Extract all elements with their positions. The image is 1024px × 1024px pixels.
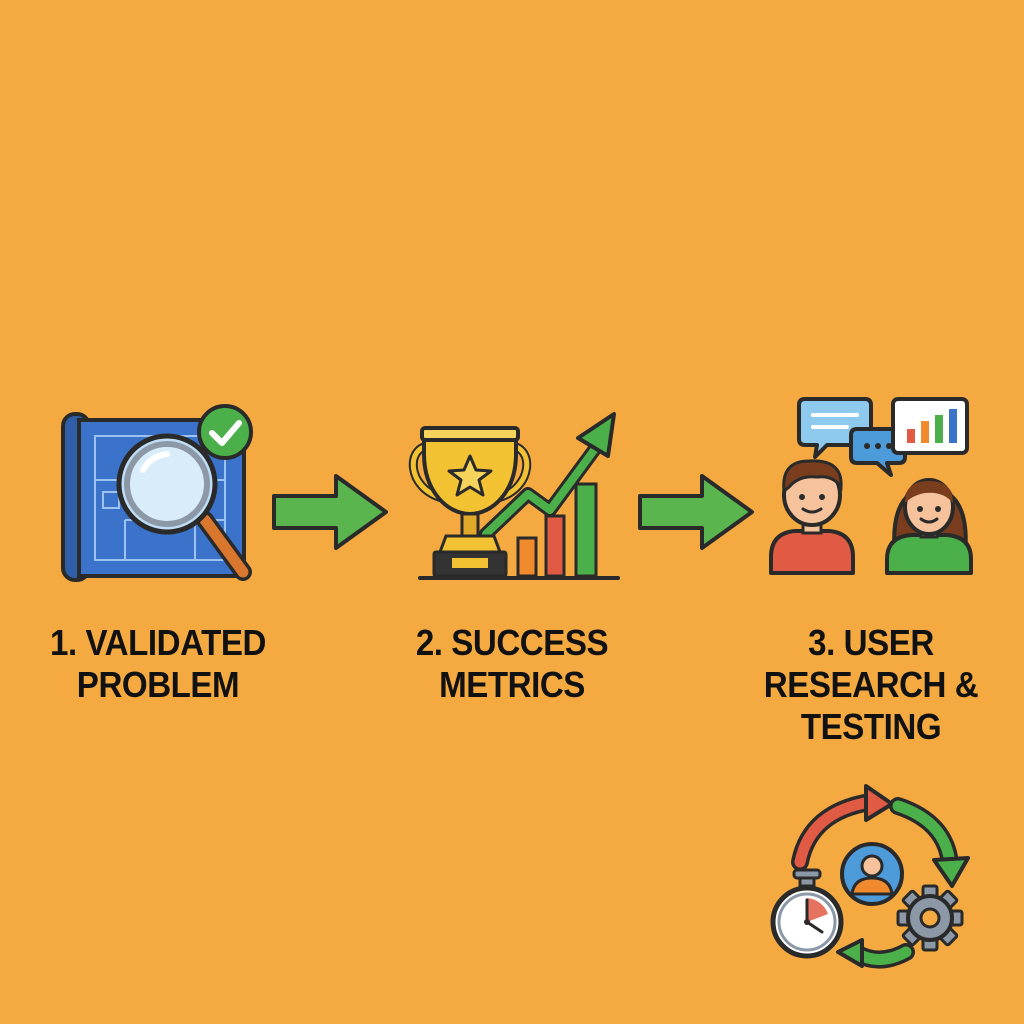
- trophy-growth-chart-icon: [408, 412, 620, 580]
- iteration-cycle-icon: [770, 784, 970, 969]
- step-1-label-line-1: 1. VALIDATED: [50, 622, 266, 663]
- step-2-label: 2. SUCCESS METRICS: [383, 622, 641, 706]
- step-3-label: 3. USER RESEARCH & TESTING: [738, 622, 1005, 748]
- user-interview-icon: [769, 397, 973, 575]
- flow-arrow-1: [272, 474, 388, 550]
- blueprint-magnifier-icon: [61, 404, 253, 582]
- step-1-label-line-2: PROBLEM: [76, 664, 240, 705]
- step-3-label-line-2: RESEARCH &: [763, 664, 979, 705]
- step-2-label-line-2: METRICS: [439, 664, 585, 705]
- step-1-label: 1. VALIDATED PROBLEM: [29, 622, 287, 706]
- step-2-label-line-1: 2. SUCCESS: [415, 622, 609, 663]
- step-3-label-line-1: 3. USER: [808, 622, 934, 663]
- flow-arrow-2: [638, 474, 754, 550]
- step-3-label-line-3: TESTING: [800, 706, 942, 747]
